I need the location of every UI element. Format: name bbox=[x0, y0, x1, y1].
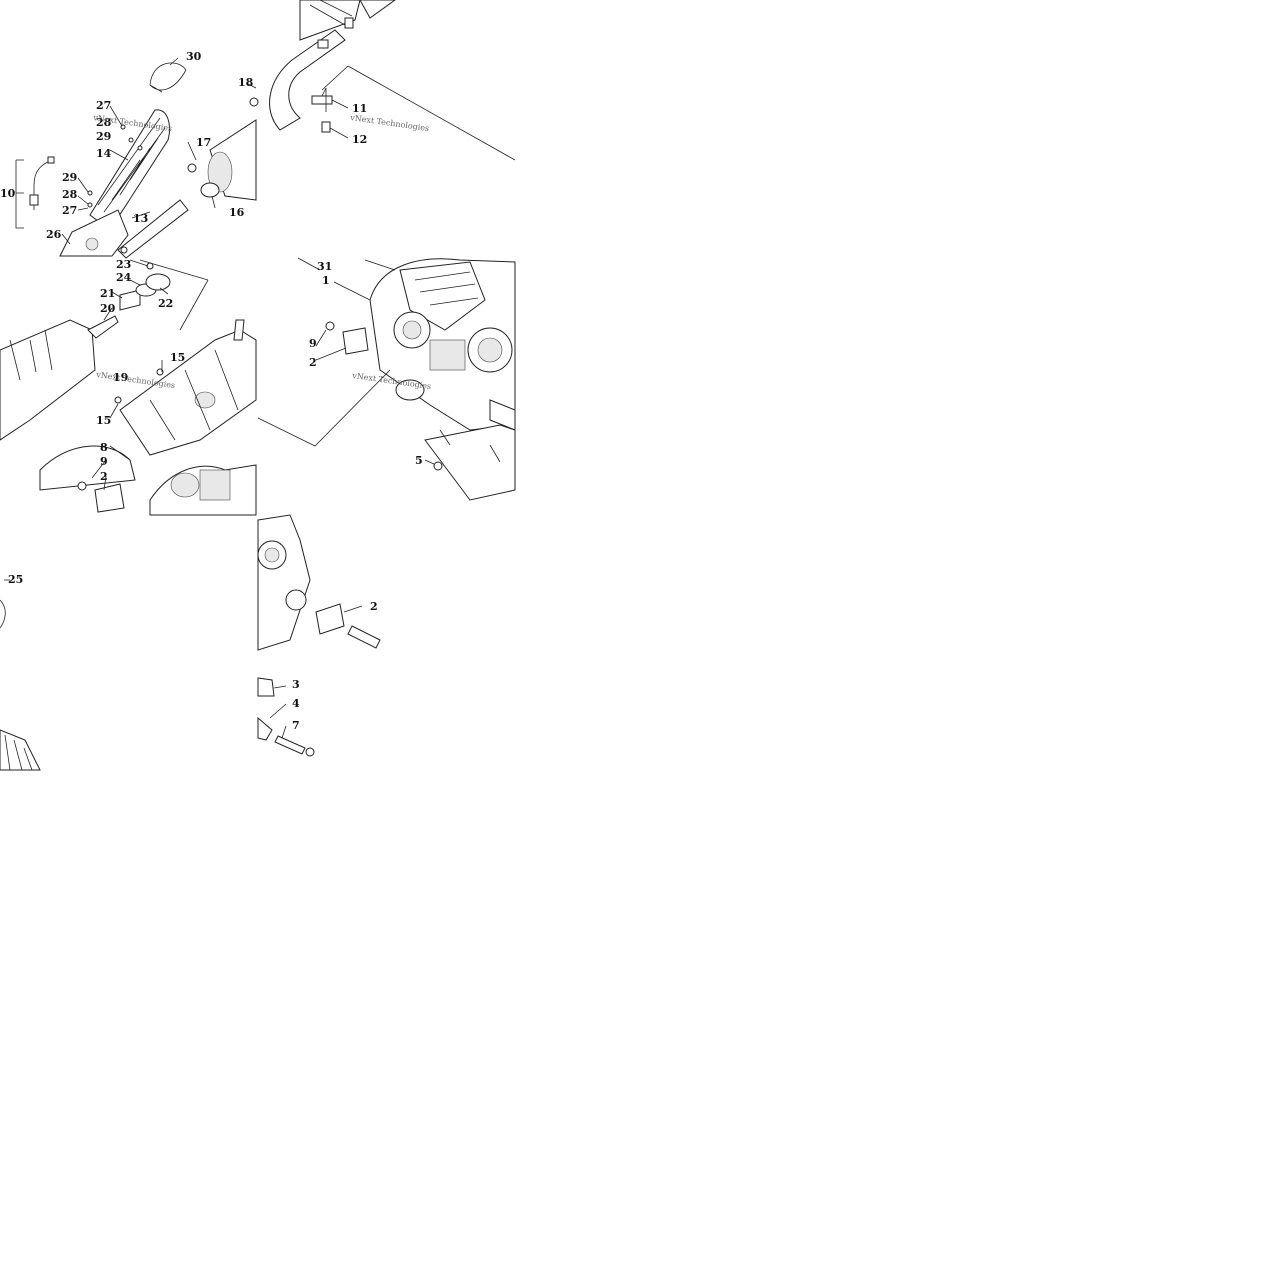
part-bracket-lower bbox=[257, 716, 273, 741]
callout-18: 18 bbox=[238, 76, 254, 89]
callout-4: 4 bbox=[292, 697, 300, 710]
callout-9: 9 bbox=[100, 455, 108, 468]
callout-16: 16 bbox=[229, 206, 245, 219]
callout-17: 17 bbox=[196, 136, 211, 149]
part-clamp bbox=[149, 62, 187, 93]
part-spacer bbox=[315, 603, 345, 635]
callout-27: 27 bbox=[96, 99, 111, 112]
callout-2: 2 bbox=[309, 356, 317, 369]
part-bracket bbox=[15, 159, 24, 229]
callout-2: 2 bbox=[100, 470, 108, 483]
part-engine-lower bbox=[257, 514, 311, 651]
tile-middle-left bbox=[0, 259, 257, 516]
callout-21: 21 bbox=[100, 287, 115, 300]
part-bolt bbox=[274, 735, 306, 755]
part-gasket bbox=[311, 95, 333, 105]
callout-31: 31 bbox=[317, 260, 332, 273]
callout-5: 5 bbox=[415, 454, 423, 467]
part-heat-shield bbox=[89, 109, 170, 231]
callout-22: 22 bbox=[158, 297, 173, 310]
callout-7: 7 bbox=[292, 719, 300, 732]
callout-2: 2 bbox=[370, 600, 378, 613]
part-canister bbox=[119, 329, 257, 456]
callout-30: 30 bbox=[186, 50, 202, 63]
callout-8: 8 bbox=[100, 441, 108, 454]
watermark: vNext Technologies bbox=[349, 113, 430, 133]
part-mount-plate bbox=[424, 424, 516, 501]
callout-15: 15 bbox=[96, 414, 111, 427]
callout-29: 29 bbox=[62, 171, 77, 184]
tile-top-right bbox=[269, 0, 516, 161]
callout-14: 14 bbox=[96, 147, 112, 160]
callout-1: 1 bbox=[322, 274, 330, 287]
callout-27: 27 bbox=[62, 204, 77, 217]
callout-10: 10 bbox=[0, 187, 16, 200]
tile-bottom-left bbox=[0, 579, 41, 771]
callout-9: 9 bbox=[309, 337, 317, 350]
callouts: 30 18 27 28 29 14 17 10 29 28 27 13 16 2… bbox=[0, 50, 423, 732]
callout-26: 26 bbox=[46, 228, 62, 241]
part-muffler-can bbox=[0, 319, 96, 441]
tile-middle-right bbox=[257, 257, 516, 501]
part-shield-edge bbox=[0, 599, 6, 629]
callout-23: 23 bbox=[116, 258, 131, 271]
callout-29: 29 bbox=[96, 130, 111, 143]
part-shield bbox=[39, 445, 136, 491]
part-flange bbox=[119, 289, 141, 311]
watermark: vNext Technologies bbox=[95, 370, 176, 390]
watermark: vNext Technologies bbox=[95, 625, 176, 645]
callout-25: 25 bbox=[8, 573, 23, 586]
tile-bottom-right bbox=[257, 514, 381, 757]
callout-24: 24 bbox=[116, 271, 132, 284]
callout-19: 19 bbox=[113, 371, 128, 384]
part-frame-corner bbox=[0, 729, 41, 771]
callout-28: 28 bbox=[62, 188, 78, 201]
part-muffler bbox=[59, 209, 129, 257]
tile-top-left bbox=[15, 57, 259, 259]
callout-20: 20 bbox=[100, 302, 116, 315]
callout-13: 13 bbox=[133, 212, 148, 225]
callout-3: 3 bbox=[292, 678, 300, 691]
callout-12: 12 bbox=[352, 133, 367, 146]
part-head-pipe bbox=[269, 29, 346, 131]
part-pipe bbox=[117, 199, 189, 259]
callout-11: 11 bbox=[352, 102, 367, 115]
callout-15: 15 bbox=[170, 351, 185, 364]
callout-28: 28 bbox=[96, 116, 112, 129]
